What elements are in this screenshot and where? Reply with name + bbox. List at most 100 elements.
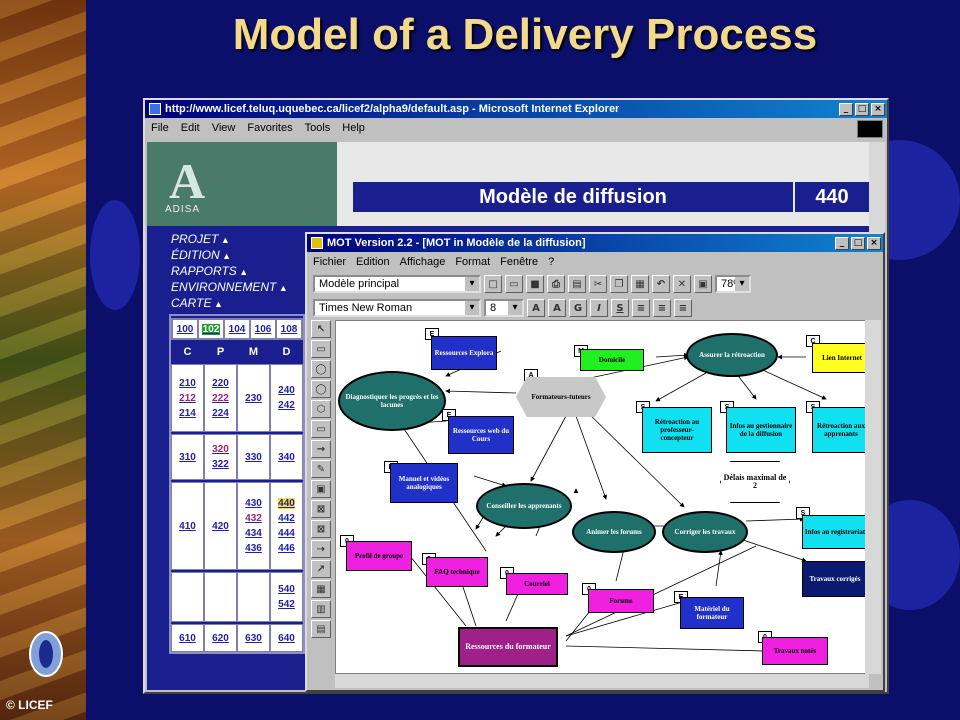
tool-icon[interactable]: ⊠ (311, 500, 331, 518)
minimize-button[interactable]: _ (839, 102, 853, 116)
menu-fenetre[interactable]: Fenêtre (500, 256, 539, 268)
menu-edit[interactable]: Edit (180, 122, 200, 134)
canvas-vertical-scrollbar[interactable] (865, 320, 881, 674)
align-right-icon[interactable]: ≡ (674, 299, 692, 317)
menu-edition[interactable]: Edition (356, 256, 390, 268)
grid-link[interactable]: 100 (172, 319, 198, 339)
decrease-font-icon[interactable]: A (527, 299, 545, 317)
node-infos-gestionnaire[interactable]: Infos au gestionnaire de la diffusion (726, 407, 796, 453)
grid-cell[interactable]: 610 (171, 624, 204, 652)
hexagon-tool-icon[interactable]: ⬡ (311, 400, 331, 418)
grid-cell[interactable]: 620 (204, 624, 237, 652)
rectangle-tool-icon[interactable]: ▭ (311, 340, 331, 358)
new-icon[interactable]: □ (484, 275, 502, 293)
font-select[interactable]: Times New Roman (313, 299, 481, 317)
ellipse-tool-icon[interactable]: ◯ (311, 360, 331, 378)
align-left-icon[interactable]: ≡ (632, 299, 650, 317)
close-button[interactable]: × (871, 102, 885, 116)
node-ressources-explora[interactable]: Ressources Explora (431, 336, 497, 370)
node-profil-groupe[interactable]: Profil de groupe (346, 541, 412, 571)
undo-icon[interactable]: ↶ (652, 275, 670, 293)
tool-icon[interactable]: ▥ (311, 600, 331, 618)
node-courriel[interactable]: Courriel (506, 573, 568, 595)
node-assurer-retroaction[interactable]: Assurer la rétroaction (686, 333, 778, 377)
nav-item-edition[interactable]: ÉDITION (171, 248, 288, 264)
node-diagnostiquer[interactable]: Diagnostiquer les progrès et les lacunes (338, 371, 446, 431)
rectangle-tool-icon[interactable]: ▭ (311, 420, 331, 438)
nav-item-carte[interactable]: CARTE (171, 296, 288, 312)
canvas-horizontal-scrollbar[interactable] (335, 674, 869, 688)
node-corriger-travaux[interactable]: Corriger les travaux (662, 511, 748, 553)
node-delais-maximal[interactable]: Délais maximal de 2 (720, 461, 790, 503)
properties-icon[interactable]: ▣ (694, 275, 712, 293)
minimize-button[interactable]: _ (835, 236, 849, 250)
node-domicile[interactable]: Domicile (580, 349, 644, 371)
grid-cell[interactable]: 230 (237, 364, 270, 432)
menu-format[interactable]: Format (455, 256, 491, 268)
open-icon[interactable]: ▭ (505, 275, 523, 293)
grid-link[interactable]: 108 (276, 319, 302, 339)
tool-icon[interactable]: ↗ (311, 560, 331, 578)
menu-tools[interactable]: Tools (304, 122, 331, 134)
tool-icon[interactable]: ▣ (311, 480, 331, 498)
node-lien-internet[interactable]: Lien Internet (812, 343, 868, 373)
paste-icon[interactable]: ▦ (631, 275, 649, 293)
align-center-icon[interactable]: ≡ (653, 299, 671, 317)
node-faq-technique[interactable]: FAQ technique (426, 557, 488, 587)
tool-icon[interactable]: ▤ (311, 620, 331, 638)
italic-button[interactable]: I (590, 299, 608, 317)
menu-help[interactable]: ? (548, 256, 555, 268)
nav-item-projet[interactable]: PROJET (171, 232, 288, 248)
zoom-select[interactable]: 78% (715, 275, 751, 293)
grid-cell[interactable]: 640 (270, 624, 303, 652)
model-select[interactable]: Modèle principal (313, 275, 481, 293)
maximize-button[interactable]: □ (855, 102, 869, 116)
grid-cell[interactable]: 420 (204, 482, 237, 570)
grid-cell[interactable]: 410 (171, 482, 204, 570)
close-button[interactable]: × (867, 236, 881, 250)
menu-view[interactable]: View (211, 122, 236, 134)
node-retroaction-professeur[interactable]: Rétroaction au professeur-concepteur (642, 407, 712, 453)
node-ressources-formateur[interactable]: Ressources du formateur (458, 627, 558, 667)
node-retroaction-apprenants[interactable]: Rétroaction aux apprenants (812, 407, 868, 453)
comment-tool-icon[interactable]: ✎ (311, 460, 331, 478)
nav-item-environnement[interactable]: ENVIRONNEMENT (171, 280, 288, 296)
select-tool-icon[interactable]: ↖ (311, 320, 331, 338)
tool-icon[interactable]: ▦ (311, 580, 331, 598)
node-formateurs-tuteurs[interactable]: Formateurs-tuteurs (516, 377, 606, 417)
node-ressources-web[interactable]: Ressources web du Cours (448, 416, 514, 454)
node-animer-forums[interactable]: Animer les forums (572, 511, 656, 553)
print-icon[interactable]: ⎙ (547, 275, 565, 293)
grid-link[interactable]: 106 (250, 319, 276, 339)
preview-icon[interactable]: ▤ (568, 275, 586, 293)
delete-icon[interactable]: ✕ (673, 275, 691, 293)
diagram-canvas[interactable]: E Ressources Explora M Domicile Assurer … (335, 320, 869, 674)
ellipse-tool-icon[interactable]: ◯ (311, 380, 331, 398)
save-icon[interactable]: ■ (526, 275, 544, 293)
node-manuel-videos[interactable]: Manuel et vidéos analogiques (390, 463, 458, 503)
grid-cell[interactable]: 330 (237, 434, 270, 480)
node-conseiller-apprenants[interactable]: Conseiller les apprenants (476, 483, 572, 529)
bold-button[interactable]: G (569, 299, 587, 317)
grid-link[interactable]: 102 (198, 319, 224, 339)
maximize-button[interactable]: □ (851, 236, 865, 250)
link-tool-icon[interactable]: → (311, 440, 331, 458)
tool-icon[interactable]: ⇢ (311, 540, 331, 558)
font-size-select[interactable]: 8 (484, 299, 524, 317)
node-travaux-corriges[interactable]: Travaux corrigés (802, 561, 868, 597)
menu-affichage[interactable]: Affichage (399, 256, 446, 268)
menu-help[interactable]: Help (342, 122, 365, 134)
node-materiel-formateur[interactable]: Matériel du formateur (680, 597, 744, 629)
grid-cell[interactable]: 630 (237, 624, 270, 652)
ie-vertical-scrollbar[interactable] (869, 142, 885, 232)
copy-icon[interactable]: ❐ (610, 275, 628, 293)
grid-cell[interactable]: 310 (171, 434, 204, 480)
grid-cell[interactable]: 340 (270, 434, 303, 480)
tool-icon[interactable]: ⊠ (311, 520, 331, 538)
